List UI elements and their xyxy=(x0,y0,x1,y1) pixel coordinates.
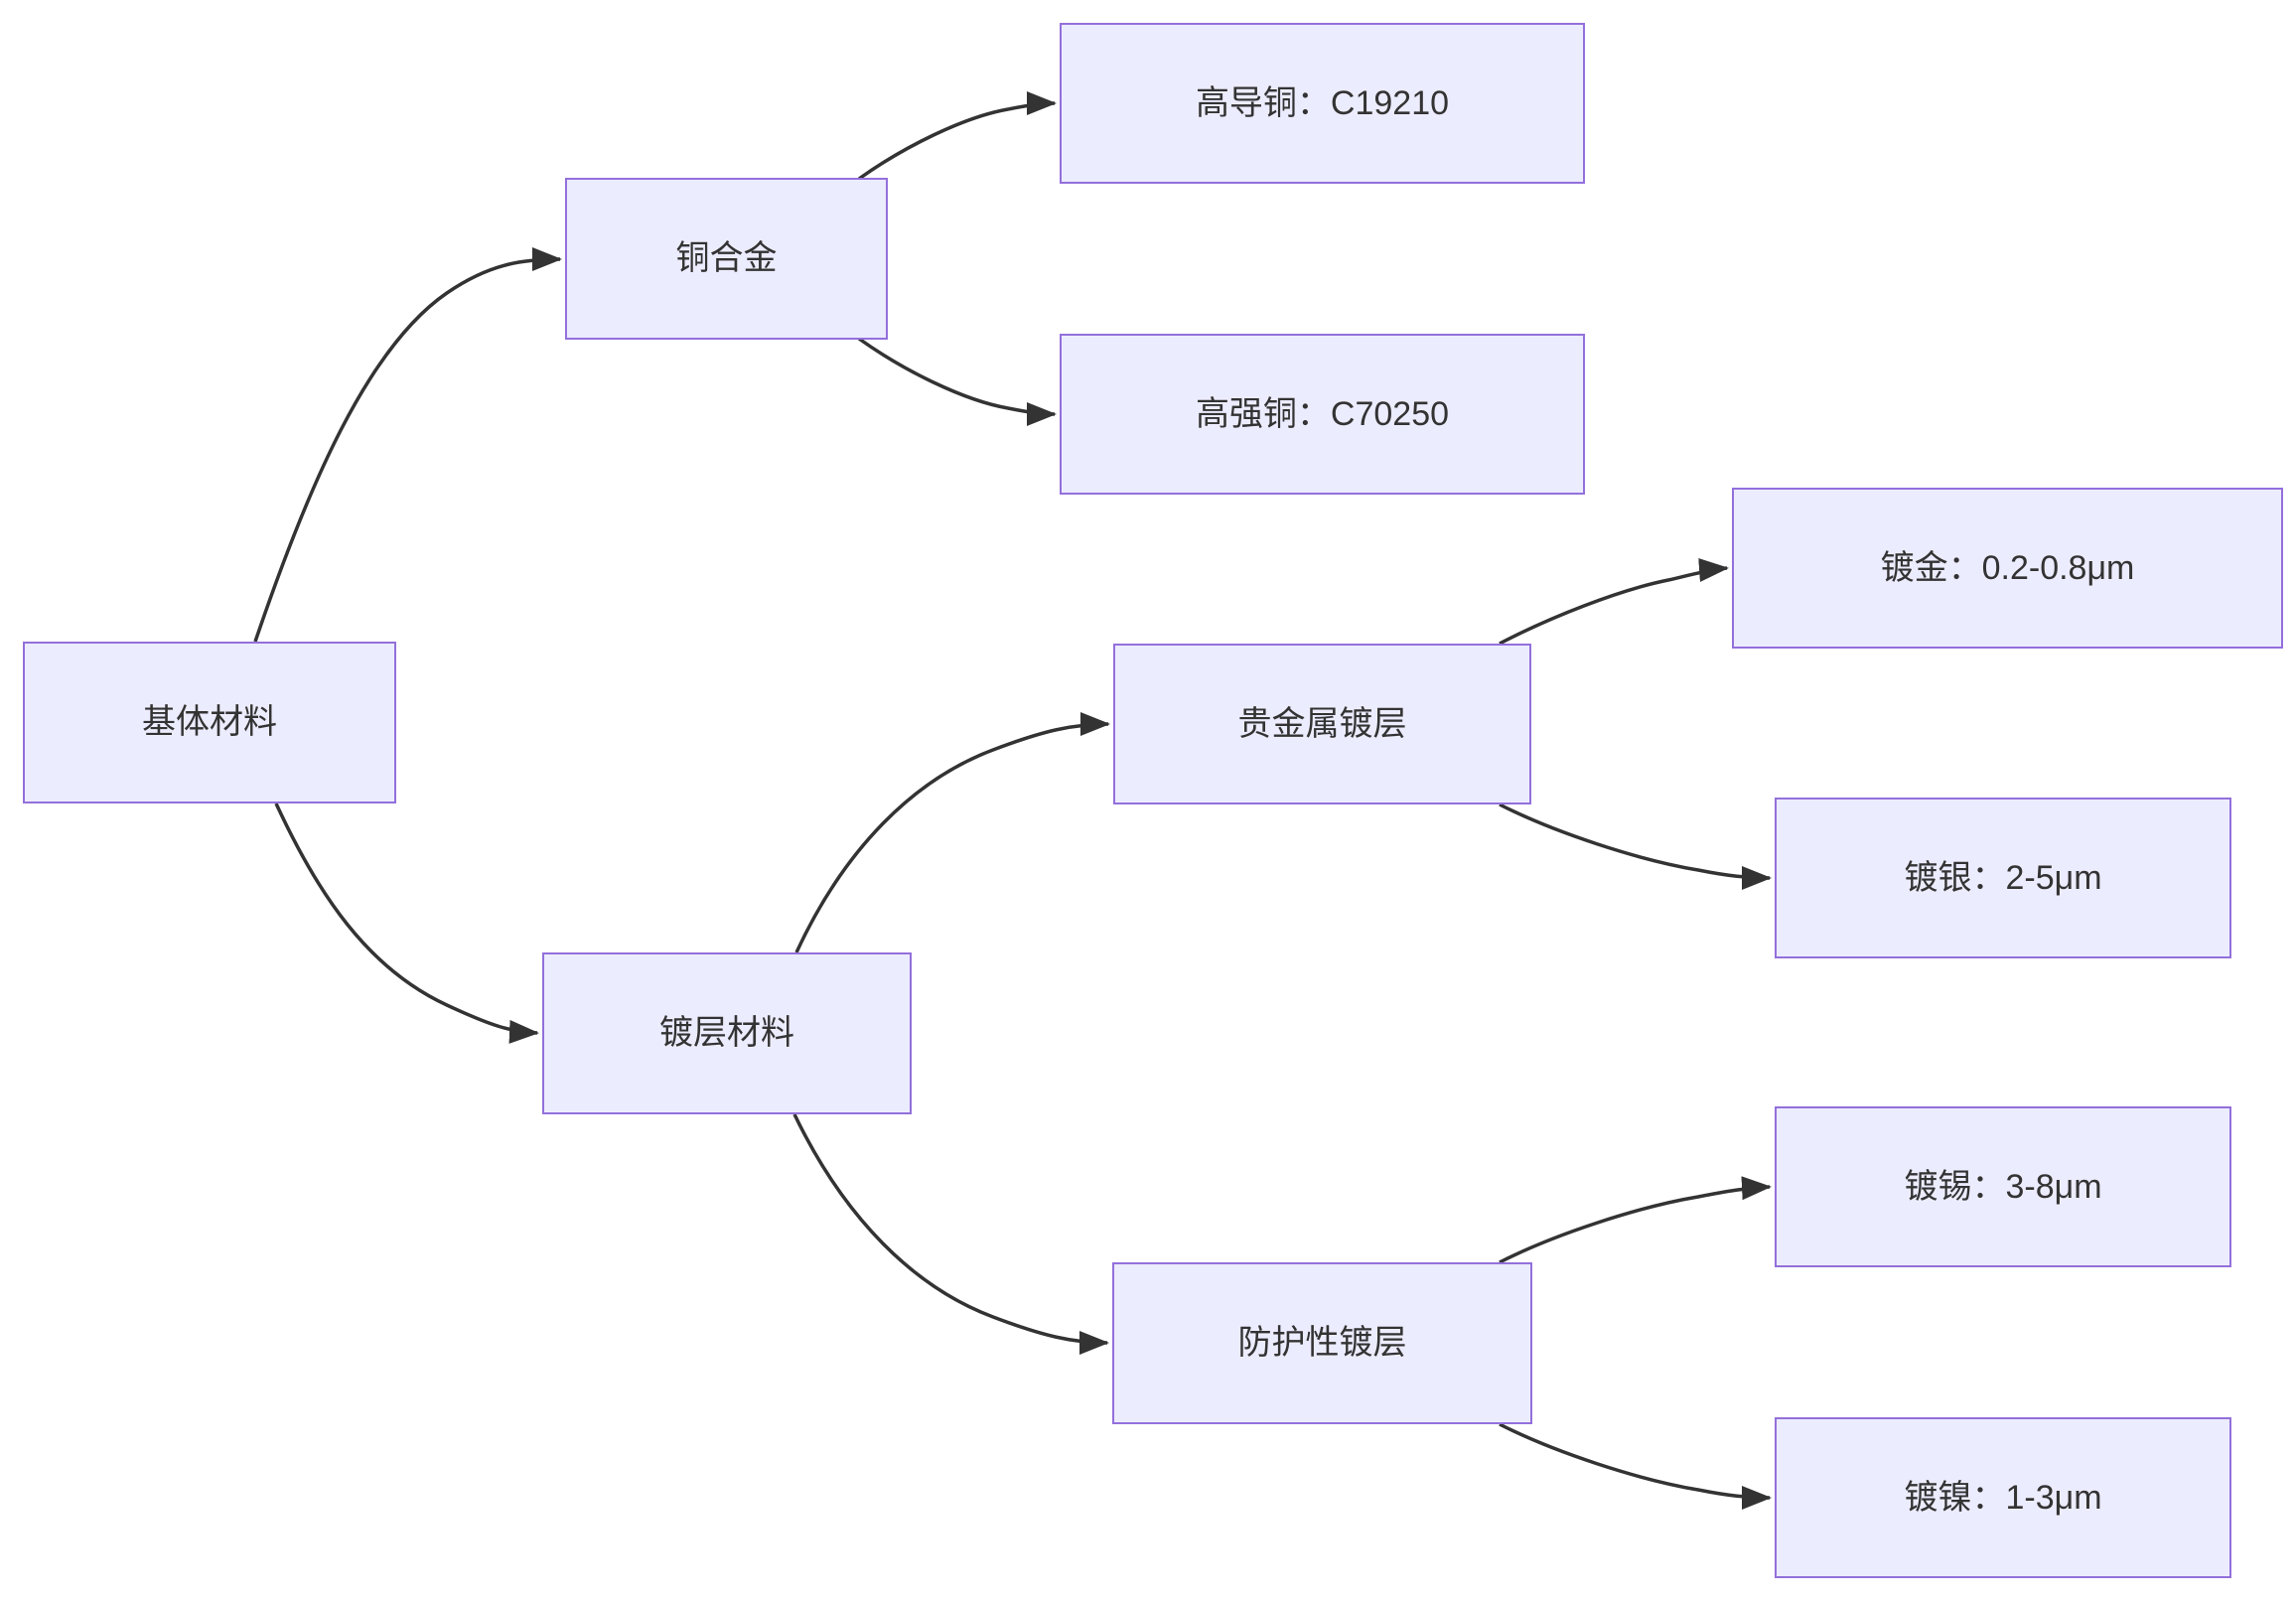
node-gold-plating-label: 镀金：0.2-0.8μm xyxy=(1880,548,2135,587)
edge-copper-to-highstr xyxy=(857,337,1057,426)
node-precious-metal-plating: 贵金属镀层 xyxy=(1113,644,1531,804)
edge-copper-to-highcond xyxy=(857,91,1057,181)
node-tin-plating: 镀锡：3-8μm xyxy=(1775,1106,2231,1267)
edge-base-to-plating xyxy=(274,802,539,1044)
node-tin-plating-label: 镀锡：3-8μm xyxy=(1904,1167,2102,1206)
node-high-strength-copper-label: 高强铜：C70250 xyxy=(1195,394,1450,433)
edge-plating-to-precious xyxy=(794,712,1110,953)
edge-base-to-copper xyxy=(253,247,562,643)
node-nickel-plating-label: 镀镍：1-3μm xyxy=(1904,1478,2102,1517)
node-protective-plating-label: 防护性镀层 xyxy=(1237,1324,1407,1363)
node-protective-plating: 防护性镀层 xyxy=(1112,1262,1532,1424)
edge-protect-to-nickel xyxy=(1499,1422,1772,1510)
edge-plating-to-protect xyxy=(792,1113,1109,1355)
node-plating-material-label: 镀层材料 xyxy=(659,1014,794,1053)
node-plating-material: 镀层材料 xyxy=(542,952,912,1114)
node-high-strength-copper: 高强铜：C70250 xyxy=(1060,334,1585,495)
node-silver-plating-label: 镀银：2-5μm xyxy=(1904,858,2102,897)
node-gold-plating: 镀金：0.2-0.8μm xyxy=(1732,488,2283,649)
node-silver-plating: 镀银：2-5μm xyxy=(1775,798,2231,958)
node-nickel-plating: 镀镍：1-3μm xyxy=(1775,1417,2231,1578)
node-copper-alloy: 铜合金 xyxy=(565,178,888,340)
edge-precious-to-gold xyxy=(1499,558,1729,646)
edge-protect-to-tin xyxy=(1499,1176,1772,1264)
node-high-conductivity-copper-label: 高导铜：C19210 xyxy=(1195,83,1450,122)
edge-precious-to-silver xyxy=(1499,802,1772,890)
node-precious-metal-plating-label: 贵金属镀层 xyxy=(1237,704,1407,743)
node-base-material-label: 基体材料 xyxy=(142,703,277,742)
node-base-material: 基体材料 xyxy=(23,642,396,803)
node-copper-alloy-label: 铜合金 xyxy=(675,239,778,278)
node-high-conductivity-copper: 高导铜：C19210 xyxy=(1060,23,1585,184)
